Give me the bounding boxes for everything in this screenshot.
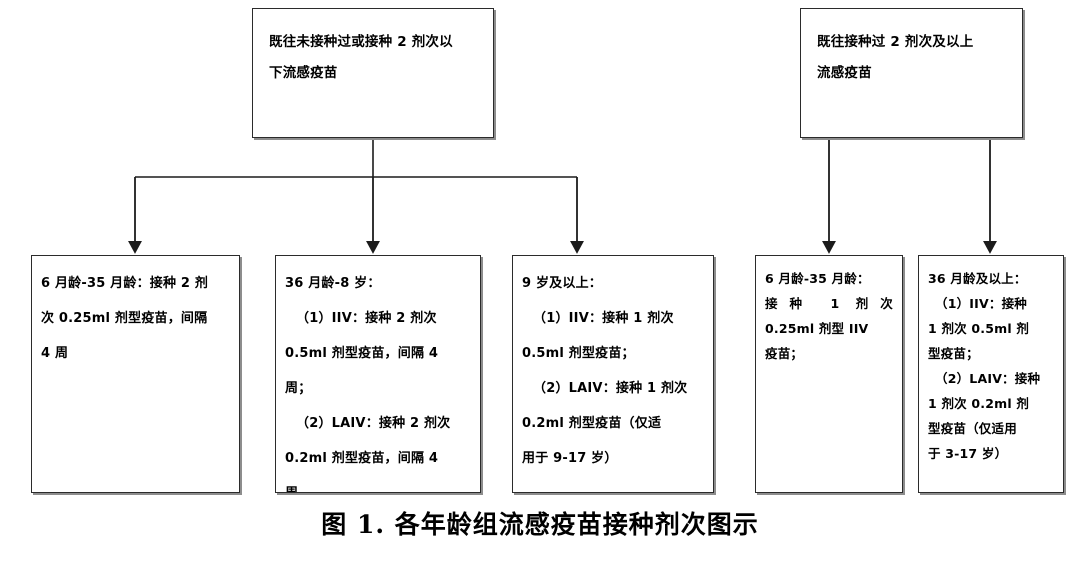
node-text-line: （2）LAIV：接种 1 剂次 <box>533 381 688 396</box>
node-text-line: 1 剂次 0.2ml 剂 <box>928 396 1030 411</box>
node-text-line: 下流感疫苗 <box>269 65 338 81</box>
node-right-leaf-6m-35m: 6 月龄-35 月龄： 接种 1 剂次 0.25ml 剂型 IIV 疫苗； <box>755 255 903 493</box>
node-text-line: 既往接种过 2 剂次及以上 <box>817 34 974 50</box>
node-text-line: 36 月龄及以上： <box>928 271 1027 286</box>
node-text-line: （1）IIV：接种 1 剂次 <box>533 311 674 326</box>
node-text-line: （1）IIV：接种 2 剂次 <box>296 311 437 326</box>
node-text-line: 疫苗； <box>765 346 804 361</box>
node-text-line: 0.5ml 剂型疫苗，间隔 4 <box>285 346 439 361</box>
node-text-line: 型疫苗（仅适用 <box>928 421 1017 436</box>
node-text-line: 既往未接种过或接种 2 剂次以 <box>269 34 453 50</box>
node-text-line: 0.2ml 剂型疫苗，间隔 4 <box>285 451 439 466</box>
node-text-line: 于 3-17 岁） <box>928 446 1008 461</box>
node-right-leaf-36m-and-above: 36 月龄及以上： （1）IIV：接种 1 剂次 0.5ml 剂 型疫苗； （2… <box>918 255 1064 493</box>
node-text-line: 36 月龄-8 岁： <box>285 276 381 291</box>
node-text-line: 周； <box>285 381 312 396</box>
node-text-line: 型疫苗； <box>928 346 979 361</box>
node-text-line: （1）IIV：接种 <box>935 296 1027 311</box>
node-text-line: （2）LAIV：接种 2 剂次 <box>296 416 451 431</box>
node-text-line: 4 周 <box>41 346 69 361</box>
node-text-line: 6 月龄-35 月龄： <box>765 271 870 286</box>
node-left-leaf-9y-and-above: 9 岁及以上： （1）IIV：接种 1 剂次 0.5ml 剂型疫苗； （2）LA… <box>512 255 714 493</box>
figure-caption: 图 1. 各年龄组流感疫苗接种剂次图示 <box>321 510 759 539</box>
node-text-line: 0.5ml 剂型疫苗； <box>522 346 635 361</box>
node-text-line: 用于 9-17 岁） <box>522 451 618 466</box>
node-left-leaf-36m-8y: 36 月龄-8 岁： （1）IIV：接种 2 剂次 0.5ml 剂型疫苗，间隔 … <box>275 255 481 493</box>
node-text-line: 1 剂次 0.5ml 剂 <box>928 321 1030 336</box>
node-text-line: 流感疫苗 <box>817 65 872 81</box>
node-left-leaf-6m-35m: 6 月龄-35 月龄：接种 2 剂 次 0.25ml 剂型疫苗，间隔 4 周 <box>31 255 240 493</box>
node-text-line: 接种 1 剂次 <box>765 296 893 311</box>
node-text-line: 6 月龄-35 月龄：接种 2 剂 <box>41 276 209 291</box>
node-text-line: 0.25ml 剂型 IIV <box>765 321 869 336</box>
node-no-prior-or-under-two-doses: 既往未接种过或接种 2 剂次以 下流感疫苗 <box>252 8 494 138</box>
node-text-line: 周 <box>285 476 471 492</box>
node-text-line: 0.2ml 剂型疫苗（仅适 <box>522 416 662 431</box>
node-text-line: 次 0.25ml 剂型疫苗，间隔 <box>41 311 208 326</box>
node-text-line: 9 岁及以上： <box>522 276 602 291</box>
node-text-line: （2）LAIV：接种 <box>935 371 1041 386</box>
node-two-or-more-prior-doses: 既往接种过 2 剂次及以上 流感疫苗 <box>800 8 1023 138</box>
